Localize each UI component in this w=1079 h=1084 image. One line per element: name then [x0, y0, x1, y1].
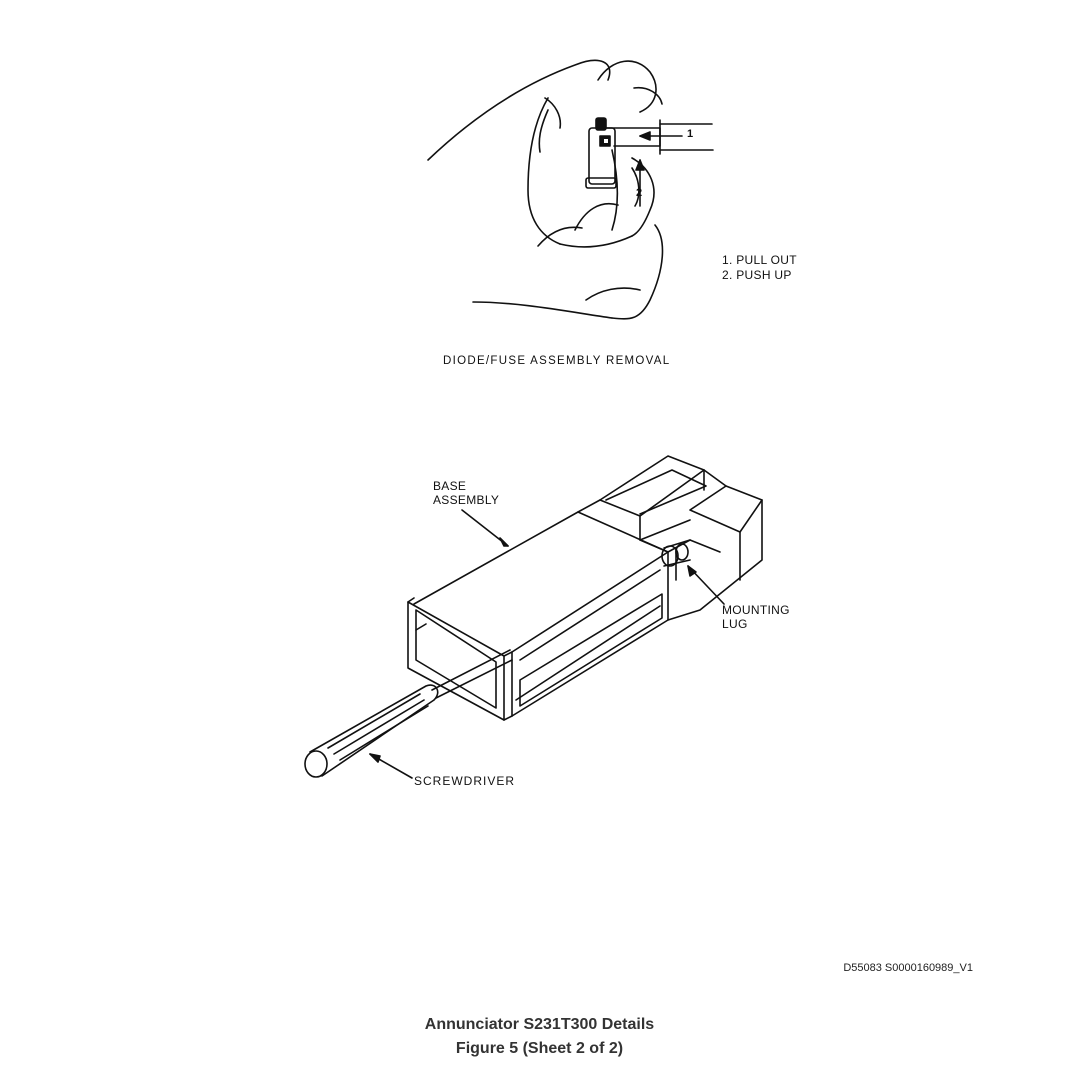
hand-drawing: [427, 59, 664, 320]
arrow-label-2: 2: [636, 187, 643, 199]
pull-out-arrow: [639, 131, 683, 141]
screwdriver-label: SCREWDRIVER: [414, 774, 516, 788]
base-assembly-illustration: [304, 455, 763, 779]
bezel-frame-drawing: [407, 597, 513, 721]
step-push-up: 2. PUSH UP: [722, 268, 792, 282]
push-up-arrow: [635, 159, 645, 207]
arrow-label-1: 1: [687, 128, 694, 140]
screwdriver-drawing: [304, 649, 513, 778]
mounting-lug-drawing: [661, 539, 691, 581]
base-assembly-drawing: [413, 511, 669, 717]
diode-fuse-caption: DIODE/FUSE ASSEMBLY REMOVAL: [443, 355, 671, 367]
figure-title: Annunciator S231T300 Details: [424, 1016, 655, 1033]
document-id: D55083 S0000160989_V1: [843, 962, 973, 974]
diode-fuse-removal-illustration: [427, 59, 714, 320]
rear-housing-drawing: [577, 455, 763, 621]
pipe-drawing: [659, 119, 714, 155]
mounting-lug-label: MOUNTING LUG: [722, 603, 790, 631]
mounting-lug-leader-arrow: [687, 565, 697, 577]
base-assembly-leader-arrow: [499, 537, 509, 547]
figure-subtitle: Figure 5 (Sheet 2 of 2): [455, 1040, 624, 1057]
base-assembly-label: BASE ASSEMBLY: [433, 479, 500, 507]
screwdriver-leader-arrow: [369, 753, 381, 763]
step-pull-out: 1. PULL OUT: [722, 253, 797, 267]
